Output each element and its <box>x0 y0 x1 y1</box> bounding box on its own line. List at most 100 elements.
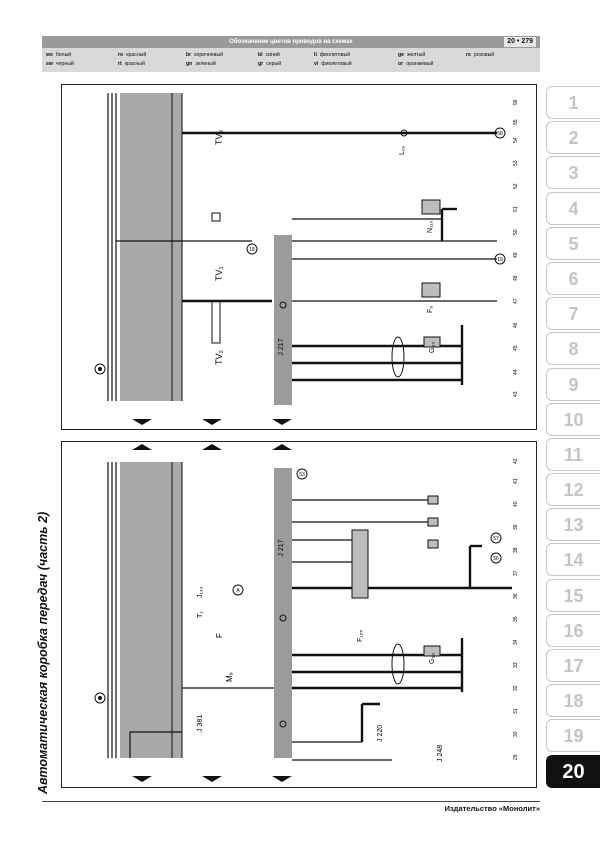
chapter-tab-17[interactable]: 17 <box>546 649 600 682</box>
chapter-tab-10[interactable]: 10 <box>546 402 600 436</box>
svg-text:TV₃: TV₃ <box>214 129 224 145</box>
legend-color-name: розовый <box>473 52 495 58</box>
diagram-title: Автоматическая коробка передач (часть 2) <box>36 511 50 794</box>
schematic-top-svg: J 217 58 19 18 TV₃ TV₁ TV₂ N₁₁₀ F₈ G₉₃ L… <box>94 93 519 425</box>
fuse-relay-panel-bottom <box>120 462 182 758</box>
chapter-tab-12[interactable]: 12 <box>546 473 600 507</box>
legend-code: sw <box>46 61 53 67</box>
svg-text:32: 32 <box>513 685 519 691</box>
svg-text:58: 58 <box>497 131 503 137</box>
legend-code: li <box>314 52 317 58</box>
legend-title: Обозначение цветов проводов на схемах <box>42 36 540 48</box>
svg-text:41: 41 <box>513 478 519 484</box>
svg-text:J 381: J 381 <box>197 715 204 732</box>
legend-color-name: белый <box>55 52 72 58</box>
svg-text:F₁₂₅: F₁₂₅ <box>357 630 364 642</box>
svg-text:J 248: J 248 <box>437 745 444 762</box>
chapter-tab-4[interactable]: 4 <box>546 191 600 225</box>
fuse-relay-panel <box>120 93 182 401</box>
svg-text:J₁₄₃: J₁₄₃ <box>197 586 204 598</box>
control-unit-j217 <box>274 235 292 405</box>
chapter-tab-18[interactable]: 18 <box>546 684 600 718</box>
legend-color-name: красный <box>126 52 147 58</box>
svg-text:42: 42 <box>513 458 519 464</box>
chapter-tab-20[interactable]: 20 <box>546 754 600 788</box>
svg-text:33: 33 <box>513 662 519 668</box>
svg-text:44: 44 <box>513 369 519 375</box>
svg-text:40: 40 <box>513 501 519 507</box>
svg-text:F: F <box>215 633 224 638</box>
chapter-tab-6[interactable]: 6 <box>546 261 600 295</box>
chapter-tab-11[interactable]: 11 <box>546 437 600 471</box>
legend-code: or <box>398 61 404 67</box>
svg-text:A: A <box>236 588 240 594</box>
ground-symbol-icon <box>94 363 106 375</box>
chapter-tab-8[interactable]: 8 <box>546 332 600 366</box>
svg-text:TV₁: TV₁ <box>214 266 224 281</box>
svg-text:56: 56 <box>493 556 499 562</box>
chapter-tab-13[interactable]: 13 <box>546 508 600 542</box>
svg-text:39: 39 <box>513 524 519 530</box>
legend-code: ws <box>46 52 53 58</box>
chapter-tab-3[interactable]: 3 <box>546 156 600 190</box>
chapter-tab-5[interactable]: 5 <box>546 226 600 260</box>
legend-code: bl <box>258 52 263 58</box>
svg-text:31: 31 <box>513 708 519 714</box>
svg-text:30: 30 <box>513 731 519 737</box>
svg-text:49: 49 <box>513 252 519 258</box>
legend-color-name: желтый <box>407 52 426 58</box>
legend-code: ro <box>118 52 124 58</box>
chapter-tab-2[interactable]: 2 <box>546 121 600 155</box>
chapter-tab-1[interactable]: 1 <box>546 86 600 119</box>
svg-text:G₉₃: G₉₃ <box>429 342 436 353</box>
svg-text:T₁: T₁ <box>197 611 204 618</box>
legend-color-name: оранжевый <box>406 61 434 67</box>
svg-text:45: 45 <box>513 345 519 351</box>
legend-code: gr <box>258 61 264 67</box>
chapter-tab-15[interactable]: 15 <box>546 578 600 612</box>
legend-color-name: зеленый <box>195 61 216 67</box>
chapter-tab-9[interactable]: 9 <box>546 367 600 401</box>
chapter-tab-7[interactable]: 7 <box>546 297 600 331</box>
legend-code: ge <box>398 52 405 58</box>
svg-text:47: 47 <box>513 298 519 304</box>
legend-color-name: синий <box>265 52 280 58</box>
svg-text:36: 36 <box>513 593 519 599</box>
publisher: Издательство «Монолит» <box>444 804 540 813</box>
svg-text:54: 54 <box>513 137 519 143</box>
svg-text:F₈: F₈ <box>427 306 434 313</box>
svg-text:55: 55 <box>513 119 519 125</box>
svg-text:29: 29 <box>513 754 519 760</box>
legend-color-name: фиолетовый <box>321 61 352 67</box>
svg-text:48: 48 <box>513 275 519 281</box>
svg-text:52: 52 <box>513 183 519 189</box>
svg-text:38: 38 <box>513 547 519 553</box>
chapter-tab-16[interactable]: 16 <box>546 613 600 647</box>
legend-code: rs <box>466 52 471 58</box>
schematic-part-bottom: J 217 53 56 57 A F₁₂₅ G₉₃ F <box>61 441 537 788</box>
lamp-icon <box>400 129 408 137</box>
svg-text:35: 35 <box>513 616 519 622</box>
svg-text:L₁₉: L₁₉ <box>399 146 406 155</box>
chapter-tab-19[interactable]: 19 <box>546 719 600 753</box>
chapter-tab-14[interactable]: 14 <box>546 543 600 577</box>
legend-code: vi <box>314 61 319 67</box>
sensor-f125 <box>351 529 369 599</box>
control-unit-j217-bottom <box>274 468 292 758</box>
svg-text:57: 57 <box>493 536 499 542</box>
svg-text:M₉: M₉ <box>225 672 234 682</box>
wire-color-legend: Обозначение цветов проводов на схемах 20… <box>42 36 540 72</box>
